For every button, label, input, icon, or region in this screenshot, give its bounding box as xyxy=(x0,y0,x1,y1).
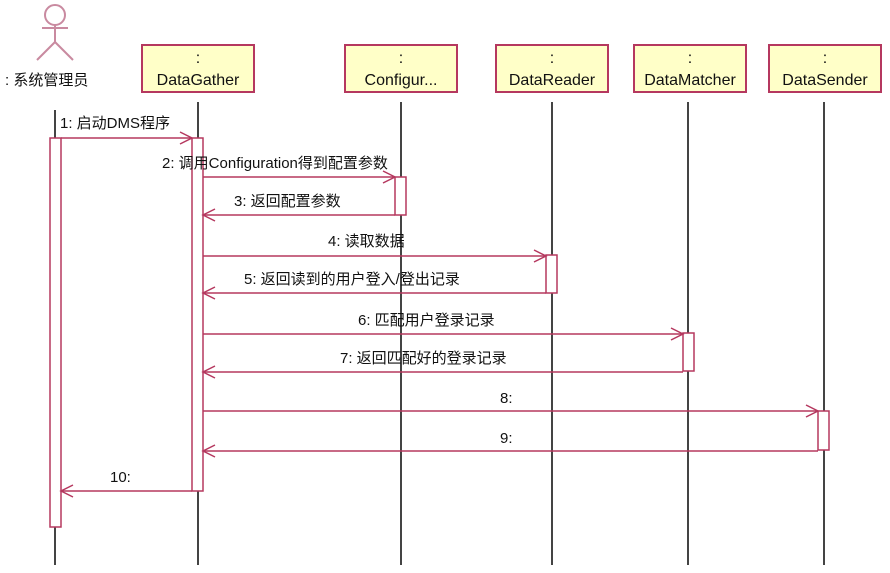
message-label-10: 10: xyxy=(110,469,131,486)
activation-bar-datagather xyxy=(191,137,204,492)
message-label-1: 1: 启动DMS程序 xyxy=(60,115,170,132)
message-label-3: 3: 返回配置参数 xyxy=(234,193,341,210)
message-arrow-5[interactable] xyxy=(201,286,546,300)
message-label-4: 4: 读取数据 xyxy=(328,233,405,250)
message-label-2: 2: 调用Configuration得到配置参数 xyxy=(162,155,388,172)
message-arrow-9[interactable] xyxy=(201,444,818,458)
message-arrow-8[interactable] xyxy=(203,404,820,418)
actor-stick-figure-icon xyxy=(36,4,74,61)
object-prefix: : xyxy=(399,50,403,67)
object-name: Configur... xyxy=(365,72,438,89)
object-box-datamatcher[interactable] xyxy=(633,44,747,93)
object-box-configuration[interactable] xyxy=(344,44,458,93)
message-label-6: 6: 匹配用户登录记录 xyxy=(358,312,495,329)
activation-bar-datamatcher xyxy=(682,332,695,372)
message-arrow-10[interactable] xyxy=(59,484,192,498)
object-box-datareader[interactable] xyxy=(495,44,609,93)
activation-bar-datareader xyxy=(545,254,558,294)
message-label-5: 5: 返回读到的用户登入/登出记录 xyxy=(244,271,460,288)
message-arrow-3[interactable] xyxy=(201,208,395,222)
message-arrow-7[interactable] xyxy=(201,365,683,379)
object-name: DataGather xyxy=(157,72,240,89)
activation-bar-actor xyxy=(49,137,62,528)
object-name: DataReader xyxy=(509,72,596,89)
object-name: DataSender xyxy=(782,72,868,89)
object-prefix: : xyxy=(823,50,827,67)
message-arrow-6[interactable] xyxy=(203,327,685,341)
object-prefix: : xyxy=(688,50,692,67)
message-arrow-4[interactable] xyxy=(203,249,548,263)
object-prefix: : xyxy=(550,50,554,67)
message-label-7: 7: 返回匹配好的登录记录 xyxy=(340,350,507,367)
object-prefix: : xyxy=(196,50,200,67)
message-arrow-1[interactable] xyxy=(61,131,194,145)
message-label-9: 9: xyxy=(500,430,513,447)
activation-bar-datasender xyxy=(817,410,830,451)
activation-bar-configuration xyxy=(394,176,407,216)
message-arrow-2[interactable] xyxy=(203,170,397,184)
actor-label: : 系统管理员 xyxy=(5,72,88,89)
object-box-datasender[interactable] xyxy=(768,44,882,93)
message-label-8: 8: xyxy=(500,390,513,407)
object-box-datagather[interactable] xyxy=(141,44,255,93)
object-name: DataMatcher xyxy=(644,72,736,89)
